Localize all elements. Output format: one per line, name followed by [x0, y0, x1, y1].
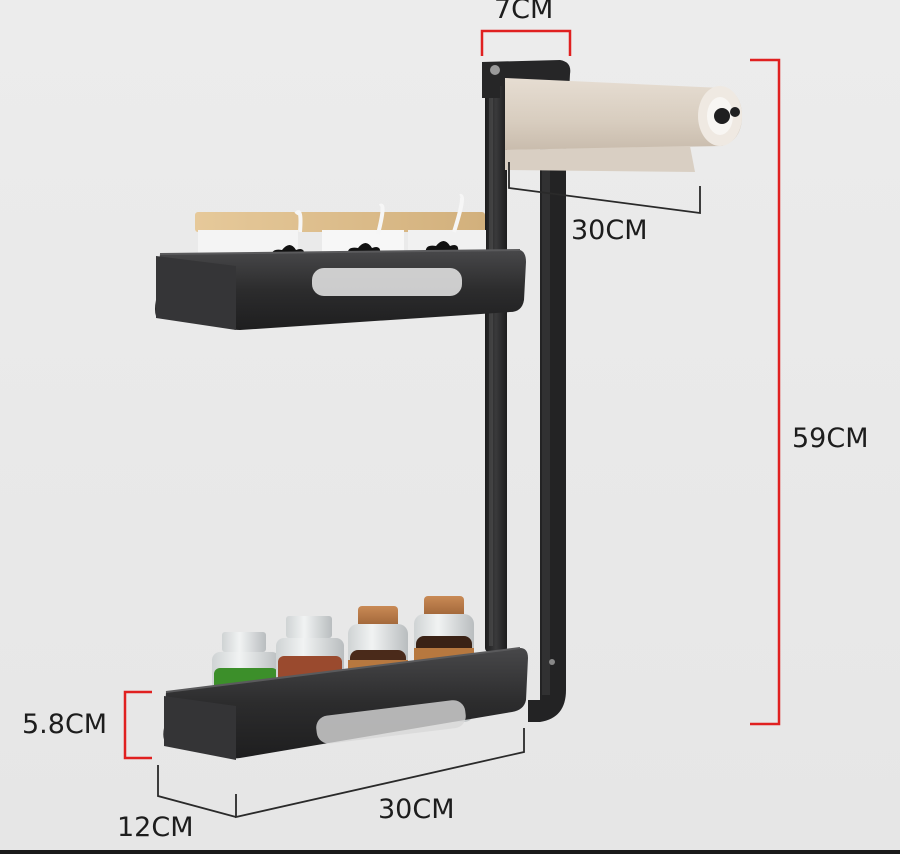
back-rail — [485, 62, 507, 652]
dim-roll-length-label: 30CM — [571, 215, 648, 246]
front-bracket — [528, 140, 566, 722]
bottom-border — [0, 850, 900, 854]
dim-basket-height-label: 5.8CM — [22, 709, 108, 740]
upper-basket — [155, 249, 526, 330]
paper-towel-roll — [505, 78, 742, 172]
lower-basket — [163, 647, 529, 760]
dim-height-label: 59CM — [792, 423, 869, 454]
dim-basket-length-label: 30CM — [378, 794, 455, 825]
dim-basket-depth-label: 12CM — [117, 812, 194, 843]
dimension-lines — [123, 29, 781, 819]
dim-top-width-label: 7CM — [494, 0, 554, 25]
